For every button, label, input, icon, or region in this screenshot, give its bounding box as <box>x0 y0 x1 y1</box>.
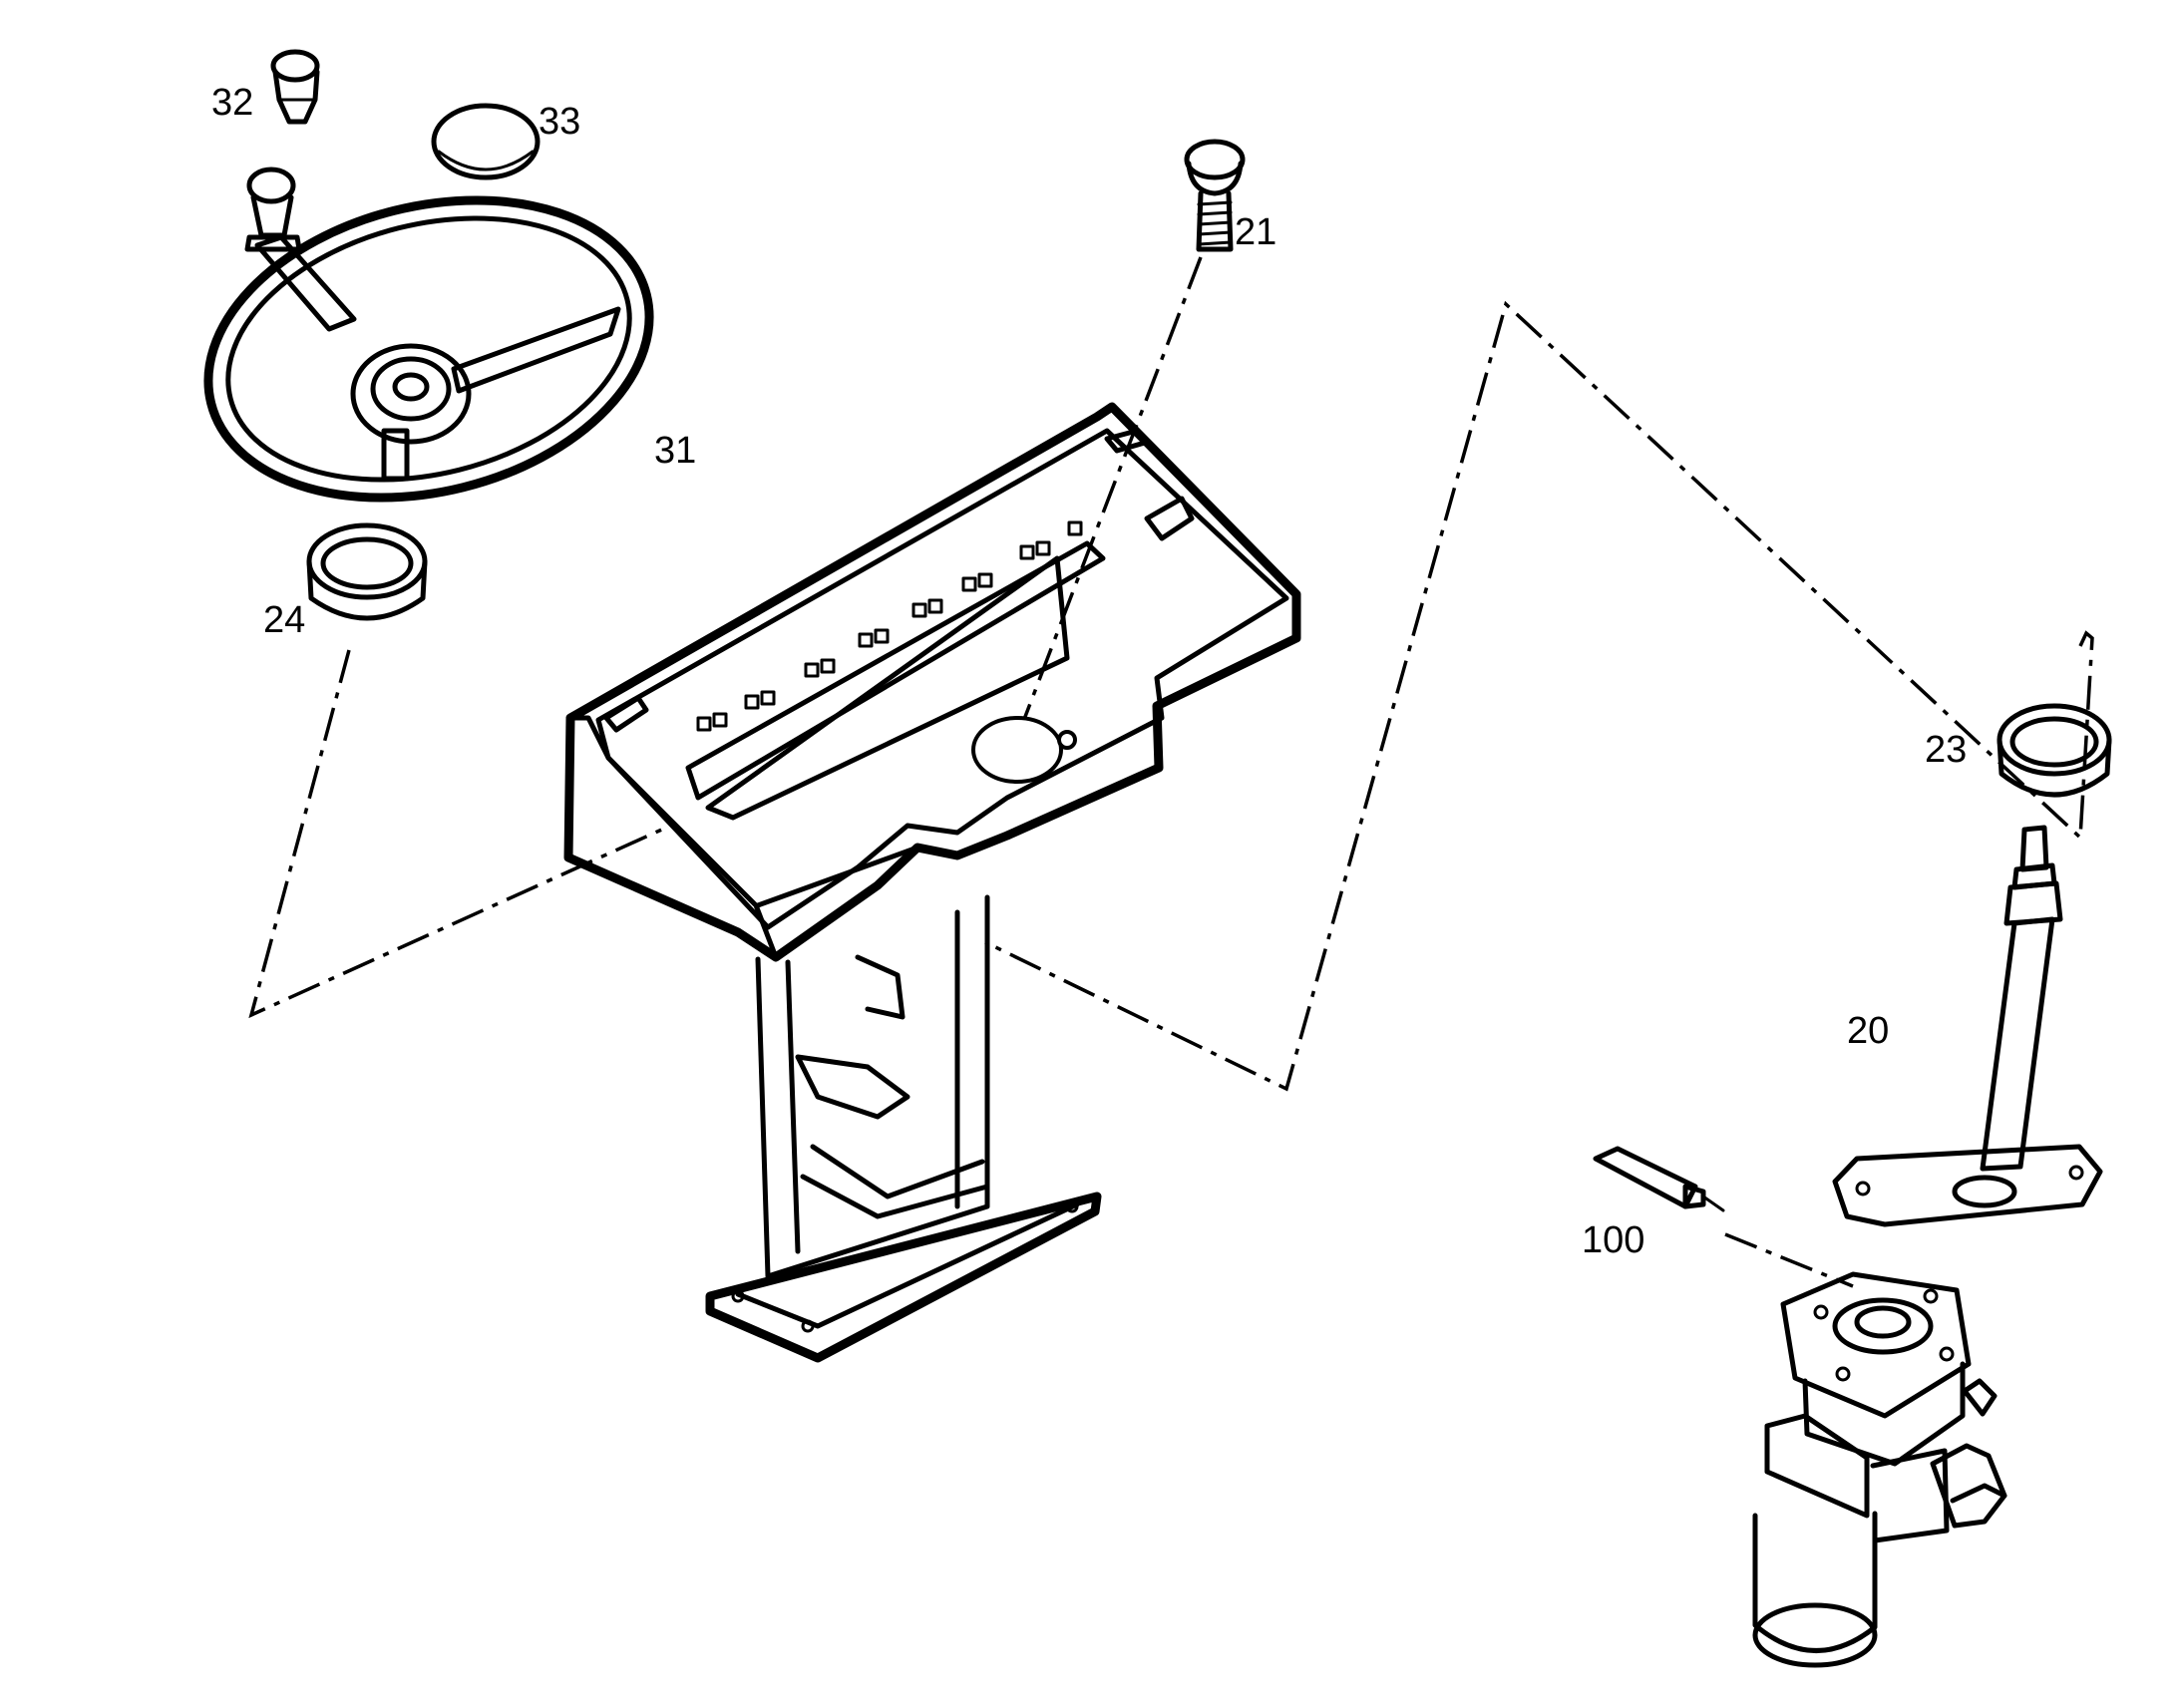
assembly-leader-lines <box>248 256 2094 1288</box>
callout-part-21: 21 <box>1235 211 1276 253</box>
ring-23-icon <box>1997 703 2112 798</box>
sealant-tube-icon <box>1593 1146 1725 1212</box>
callout-part-20: 20 <box>1847 1010 1889 1052</box>
steering-shaft-icon <box>1832 825 2103 1227</box>
leader-bolt-21 <box>1013 256 1203 744</box>
steering-console-icon <box>563 402 1301 1363</box>
steering-unit-icon <box>1752 1271 2007 1668</box>
callout-part-24: 24 <box>263 599 305 641</box>
callout-part-23: 23 <box>1925 729 1967 771</box>
bolt-icon <box>1184 139 1246 252</box>
callout-part-31: 31 <box>654 430 696 472</box>
steering-wheel-icon <box>203 167 654 503</box>
leader-ring-24 <box>248 649 667 1019</box>
callout-part-32: 32 <box>211 82 253 124</box>
callout-part-33: 33 <box>539 101 580 143</box>
leader-sealant-100 <box>1724 1232 1854 1288</box>
ring-24-icon <box>306 522 428 621</box>
leader-ring-23 <box>984 300 2094 1092</box>
cap-icon <box>431 103 541 180</box>
callout-labels: 20 21 23 24 31 32 33 100 <box>211 82 1967 1261</box>
knob-icon <box>270 49 320 125</box>
callout-part-100: 100 <box>1582 1219 1644 1261</box>
